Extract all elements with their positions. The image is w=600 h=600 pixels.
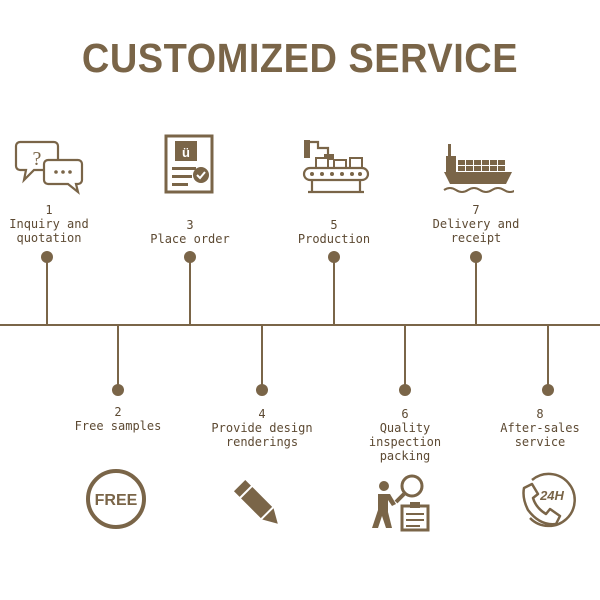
page-title: CUSTOMIZED SERVICE [81, 36, 519, 82]
step-number: 7 [472, 203, 480, 217]
step-number: 6 [401, 407, 409, 421]
cargo-ship-icon [442, 140, 514, 196]
step-3-stem [189, 257, 191, 325]
step-8-label: 8 After-sales service [470, 407, 600, 449]
step-number: 1 [45, 203, 53, 217]
step-5-label: 5 Production [269, 218, 399, 246]
step-number: 8 [536, 407, 544, 421]
step-text: Quality [379, 421, 431, 435]
step-text: Free samples [74, 419, 162, 433]
step-text: service [514, 435, 566, 449]
order-document-icon: ü [163, 133, 217, 195]
step-2-dot [112, 384, 124, 396]
inspection-icon [370, 472, 434, 534]
timeline-axis [0, 324, 600, 326]
step-2-label: 2 Free samples [53, 405, 183, 433]
step-1-stem [46, 257, 48, 325]
step-4-stem [261, 325, 263, 385]
step-text: receipt [450, 231, 502, 245]
chat-bubbles-icon: ? [14, 138, 86, 196]
step-4-dot [256, 384, 268, 396]
pencil-icon [230, 476, 286, 532]
step-text: Place order [150, 232, 230, 246]
step-text: packing [379, 449, 431, 463]
hours-badge-text: 24H [539, 488, 564, 503]
free-badge-icon: FREE [85, 468, 147, 530]
step-8-stem [547, 325, 549, 385]
step-6-label: 6 Quality inspection packing [340, 407, 470, 463]
step-3-label: 3 Place order [125, 218, 255, 246]
step-text: Provide design [211, 421, 313, 435]
step-text: Inquiry and [9, 217, 89, 231]
step-text: quotation [16, 231, 82, 245]
step-7-stem [475, 257, 477, 325]
step-text: inspection [368, 435, 442, 449]
step-7-label: 7 Delivery and receipt [411, 203, 541, 245]
production-line-icon [302, 138, 370, 196]
svg-text:ü: ü [182, 145, 190, 160]
svg-text:?: ? [33, 148, 42, 170]
step-2-stem [117, 325, 119, 385]
step-text: renderings [225, 435, 299, 449]
step-number: 2 [114, 405, 122, 419]
phone-24h-icon: 24H [518, 470, 580, 532]
step-8-dot [542, 384, 554, 396]
step-text: After-sales [500, 421, 580, 435]
step-6-dot [399, 384, 411, 396]
step-text: Delivery and [432, 217, 520, 231]
step-number: 3 [186, 218, 194, 232]
step-text: Production [297, 232, 371, 246]
step-4-label: 4 Provide design renderings [197, 407, 327, 449]
step-5-stem [333, 257, 335, 325]
step-1-label: 1 Inquiry and quotation [0, 203, 114, 245]
step-6-stem [404, 325, 406, 385]
free-badge-text: FREE [95, 492, 138, 509]
step-number: 4 [258, 407, 266, 421]
step-number: 5 [330, 218, 338, 232]
